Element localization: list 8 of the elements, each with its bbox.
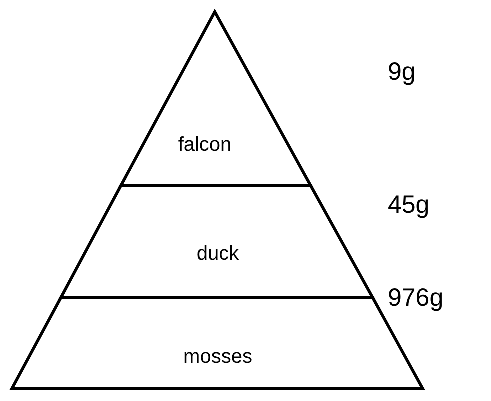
mass-label: 45g [388, 193, 430, 218]
tier-label: mosses [184, 347, 252, 367]
pyramid-tier [61, 186, 373, 298]
tier-label: falcon [178, 135, 232, 155]
pyramid-tier [121, 12, 311, 186]
mass-label: 976g [388, 286, 444, 311]
mass-label: 9g [388, 60, 416, 85]
tier-label: duck [196, 244, 240, 264]
